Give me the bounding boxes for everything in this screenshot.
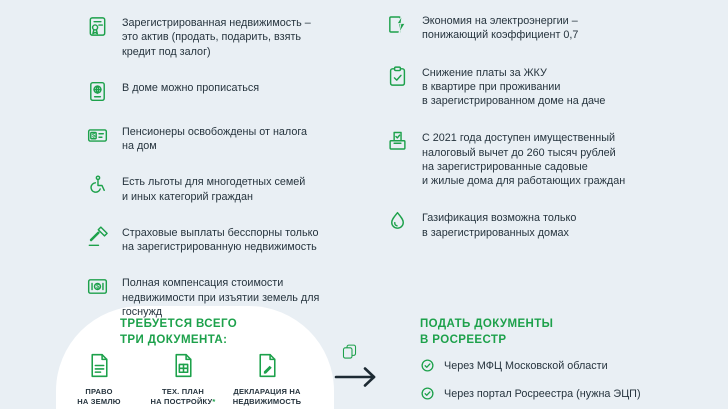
benefit-item-gasification: Газификация возможна только в зарегистри… [386,209,696,240]
benefit-item-pension-tax: $ Пенсионеры освобождены от налога на до… [86,123,364,154]
wheelchair-icon [86,174,109,197]
benefit-text: Снижение платы за ЖКУ в квартире при про… [422,66,606,108]
benefit-text: Экономия на электроэнергии – понижающий … [422,15,579,42]
benefit-text: Пенсионеры освобождены от налога на дом [122,125,308,152]
document-label: ДЕКЛАРАЦИЯ НА НЕДВИЖИМОСТЬ [233,387,301,407]
document-item-tech-plan: ТЕХ. ПЛАН НА ПОСТРОЙКУ* [146,352,220,407]
benefits-column-left: Зарегистрированная недвижимость – это ак… [86,14,364,319]
benefit-item-insurance: Страховые выплаты бесспорны только на за… [86,224,364,255]
gavel-icon [86,225,109,248]
documents-section-title: ТРЕБУЕТСЯ ВСЕГО ТРИ ДОКУМЕНТА: [120,318,238,346]
clipboard-check-icon [386,65,409,88]
footnote-mark: * [212,396,216,406]
land-right-doc-icon [86,352,113,379]
submit-section-title: ПОДАТЬ ДОКУМЕНТЫ В РОСРЕЕСТР [420,318,554,346]
documents-row: ПРАВО НА ЗЕМЛЮ ТЕХ. ПЛАН НА ПОСТРОЙКУ* Д… [62,352,304,407]
money-document-icon: $ [86,275,109,298]
benefit-item-compensation: $ Полная компенсация стоимости недвижимо… [86,274,364,319]
submit-option-text: Через портал Росреестра (нужна ЭЦП) [444,387,641,400]
gas-drop-icon [386,210,409,233]
submit-option-text: Через МФЦ Московской области [444,359,608,372]
submit-option-portal: Через портал Росреестра (нужна ЭЦП) [420,386,641,401]
document-label: ПРАВО НА ЗЕМЛЮ [77,387,120,407]
submit-option-mfc: Через МФЦ Московской области [420,358,641,373]
benefit-item-registration: В доме можно прописаться [86,79,364,103]
copy-documents-icon [341,343,358,360]
energy-bolt-icon [386,13,409,36]
right-arrow-icon [334,364,380,390]
document-label: ТЕХ. ПЛАН НА ПОСТРОЙКУ* [150,387,215,407]
benefit-item-utilities: Снижение платы за ЖКУ в квартире при про… [386,64,696,109]
benefit-item-energy: Экономия на электроэнергии – понижающий … [386,12,696,43]
benefit-text: С 2021 года доступен имущественный налог… [422,132,626,187]
certificate-icon [86,15,109,38]
tax-exempt-check-icon: $ [86,124,109,147]
benefit-item-asset: Зарегистрированная недвижимость – это ак… [86,14,364,59]
document-item-land-right: ПРАВО НА ЗЕМЛЮ [62,352,136,407]
benefit-text: Газификация возможна только в зарегистри… [422,212,577,239]
svg-text:$: $ [96,285,100,291]
document-label-text: ДЕКЛАРАЦИЯ НА НЕДВИЖИМОСТЬ [232,387,302,406]
passport-icon [86,80,109,103]
tech-plan-doc-icon [170,352,197,379]
benefits-column-right: Экономия на электроэнергии – понижающий … [386,12,696,240]
svg-text:$: $ [92,132,96,139]
document-label-text: ТЕХ. ПЛАН НА ПОСТРОЙКУ [150,387,213,406]
benefit-item-tax-deduction: С 2021 года доступен имущественный налог… [386,129,696,188]
benefit-text: Полная компенсация стоимости недвижимост… [122,277,320,318]
declaration-doc-icon [254,352,281,379]
check-circle-icon [420,386,435,401]
document-label-text: ПРАВО НА ЗЕМЛЮ [77,387,121,406]
benefit-text: Страховые выплаты бесспорны только на за… [122,226,319,253]
benefit-text: Зарегистрированная недвижимость – это ак… [122,17,311,58]
ballot-box-icon [386,130,409,153]
document-item-declaration: ДЕКЛАРАЦИЯ НА НЕДВИЖИМОСТЬ [230,352,304,407]
submit-options-list: Через МФЦ Московской области Через порта… [420,358,641,401]
benefit-text: Есть льготы для многодетных семей и иных… [122,176,306,203]
benefit-text: В доме можно прописаться [122,81,260,94]
benefit-item-privileges: Есть льготы для многодетных семей и иных… [86,173,364,204]
check-circle-icon [420,358,435,373]
